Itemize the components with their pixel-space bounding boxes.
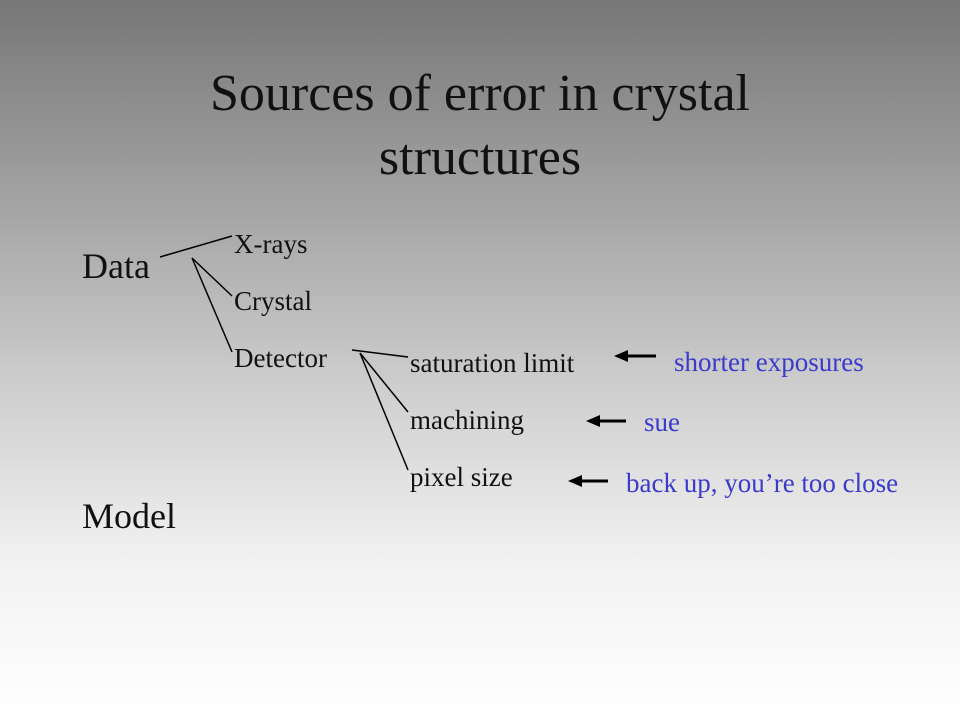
node-crystal: Crystal <box>234 286 312 316</box>
remedy-back-up: back up, you’re too close <box>626 468 899 498</box>
node-data: Data <box>82 246 150 286</box>
connector-data-detector <box>191 257 233 353</box>
node-machining: machining <box>410 405 524 435</box>
node-pixel-size: pixel size <box>410 462 513 492</box>
connector-detector-pixel <box>359 352 409 471</box>
remedy-shorter-exposures: shorter exposures <box>674 347 864 377</box>
node-detector: Detector <box>234 343 327 373</box>
left-arrow-icon <box>568 475 608 487</box>
left-arrow-icon <box>614 350 656 362</box>
left-arrow-icon <box>586 415 626 427</box>
connector-data-xrays <box>159 235 233 258</box>
node-model: Model <box>82 496 176 536</box>
connector-detector-saturation <box>351 349 409 358</box>
slide-title-line-2: structures <box>378 129 582 186</box>
connector-detector-machining <box>359 352 409 413</box>
node-saturation-limit: saturation limit <box>410 348 575 378</box>
connector-data-crystal <box>191 257 233 297</box>
slide-title: Sources of error in crystal structures <box>0 62 960 190</box>
node-xrays: X-rays <box>234 229 308 259</box>
remedy-sue: sue <box>644 407 680 437</box>
slide-title-line-1: Sources of error in crystal <box>209 65 751 122</box>
